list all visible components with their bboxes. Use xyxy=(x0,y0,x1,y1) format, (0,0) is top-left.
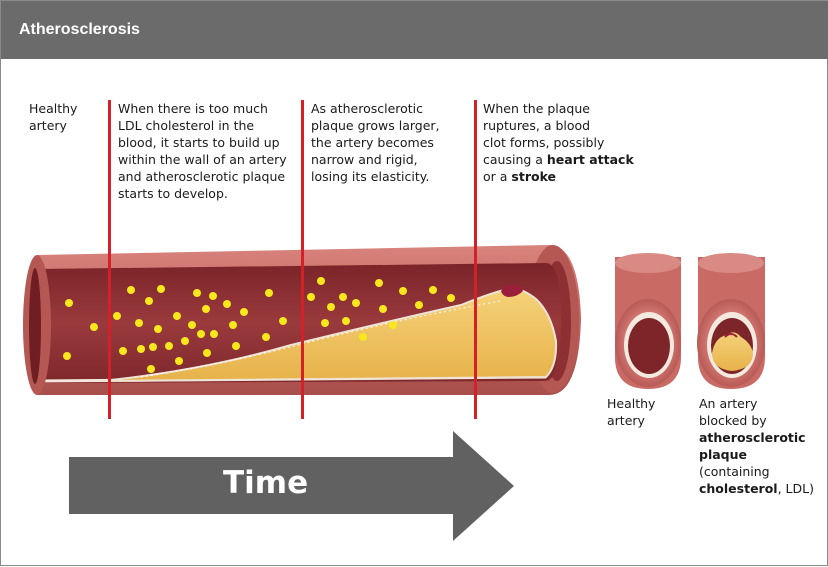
stage-marker-2 xyxy=(301,100,304,419)
blocked-artery-cross-section xyxy=(697,253,765,389)
figure-title: Atherosclerosis xyxy=(19,21,140,38)
caption-stage-2: As atherosclerotic plaque grows larger, … xyxy=(311,101,440,184)
label-blocked-artery: An artery blocked by atherosclerotic pla… xyxy=(699,395,814,497)
caption-stage-3-mid: or a xyxy=(483,169,508,184)
caption-stage-3-text: When the plaque ruptures, a blood clot f… xyxy=(483,101,605,167)
stage-marker-3 xyxy=(474,100,477,419)
healthy-artery-cross-section xyxy=(615,253,681,389)
caption-stage-1: When there is too much LDL cholesterol i… xyxy=(118,101,287,201)
time-label: Time xyxy=(223,465,309,501)
time-arrow xyxy=(69,431,514,541)
title-bar: Atherosclerosis xyxy=(1,1,828,59)
caption-stage-3: When the plaque ruptures, a blood clot f… xyxy=(483,100,634,185)
label-containing: (containing xyxy=(699,464,770,479)
label-blocked-text: An artery blocked by xyxy=(699,396,767,428)
stage-marker-1 xyxy=(108,100,111,419)
blood-clot xyxy=(501,284,523,297)
caption-healthy-artery: Healthy artery xyxy=(29,101,78,133)
plaque-deposit xyxy=(100,287,558,382)
label-healthy-artery: Healthy artery xyxy=(607,396,656,428)
label-atherosclerotic-plaque: atherosclerotic plaque xyxy=(699,430,806,462)
caption-stroke: stroke xyxy=(511,169,557,184)
caption-heart-attack: heart attack xyxy=(546,152,634,167)
label-ldl: , LDL) xyxy=(777,481,814,496)
ldl-particles xyxy=(63,277,455,373)
label-cholesterol: cholesterol xyxy=(699,481,778,496)
